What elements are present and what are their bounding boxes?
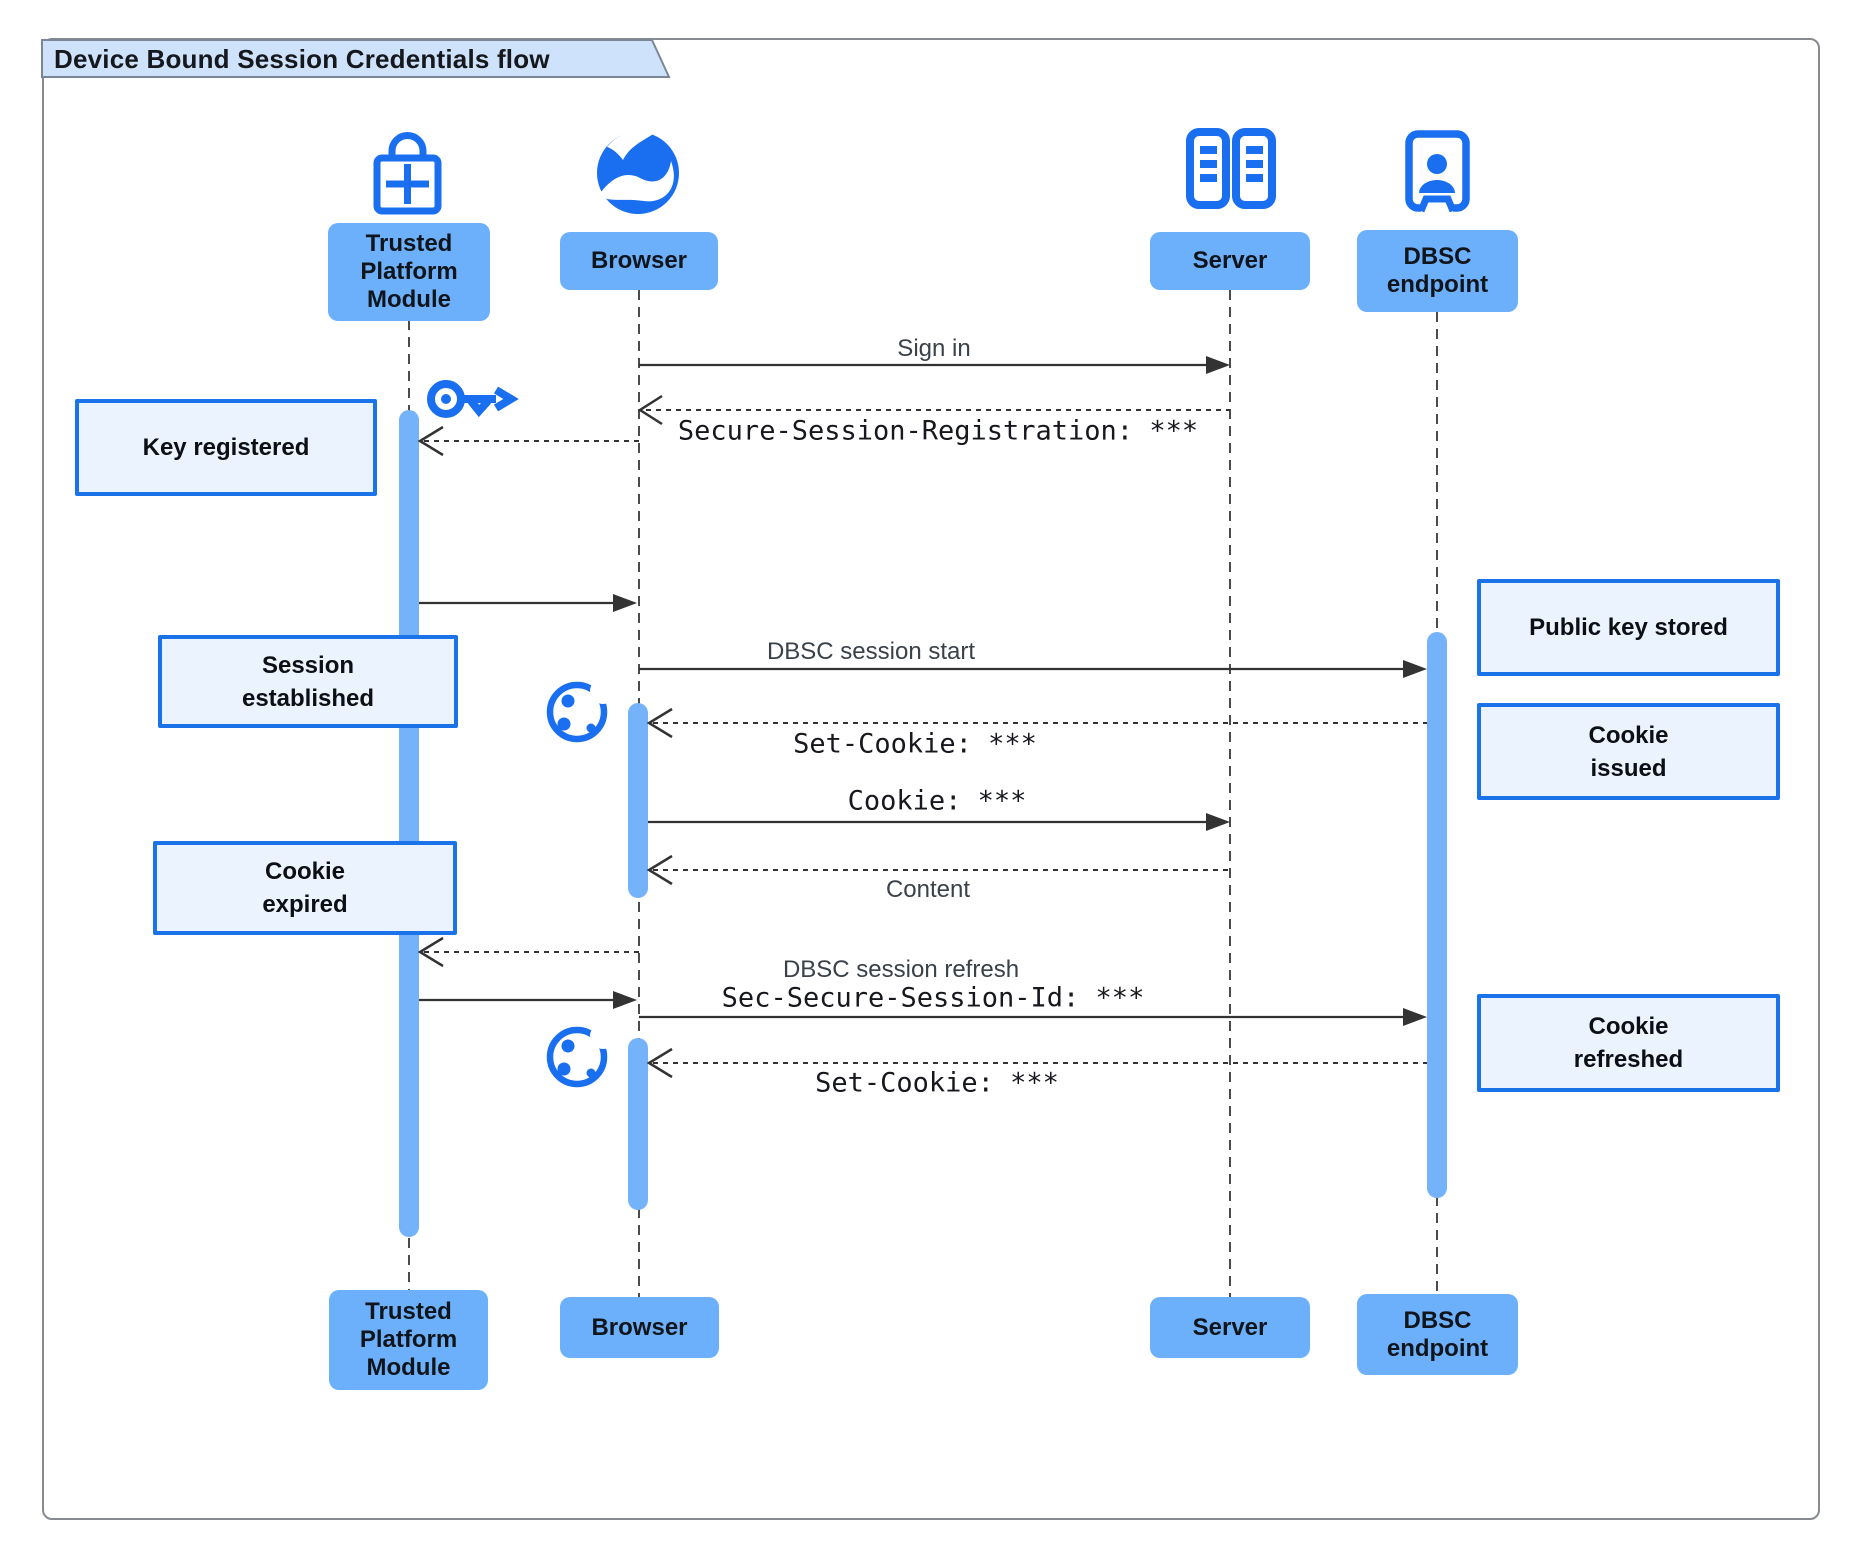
open-arrowhead-content	[646, 854, 673, 886]
actor-dbsc-top: DBSC endpoint	[1357, 230, 1518, 312]
solid-arrowheads	[613, 356, 1427, 1026]
arrowhead-sign-in	[1206, 356, 1230, 374]
lock-plus-icon	[373, 132, 442, 215]
dashed-arrows	[424, 409, 1427, 1064]
message-dbsc-session-refresh: DBSC session refresh	[782, 956, 1020, 983]
title-tab	[41, 39, 671, 78]
message-secure-session-registration: Secure-Session-Registration: ***	[677, 415, 1199, 447]
solid-arrows	[419, 363, 1405, 1019]
cookie-bite	[590, 678, 616, 704]
open-arrowhead-set-cookie-1	[646, 707, 673, 739]
arrowhead-tpm-browser-1	[613, 594, 637, 612]
note-cookie-issued: Cookie issued	[1477, 703, 1780, 800]
cookie-bite	[590, 1023, 616, 1049]
browser-activation-bar-2	[628, 1038, 648, 1210]
actor-server-top: Server	[1150, 232, 1310, 290]
arrowhead-cookie	[1206, 813, 1230, 831]
dbsc-activation-bar	[1427, 632, 1447, 1198]
arrowhead-dbsc-refresh	[1403, 1008, 1427, 1026]
open-arrowhead-tpm-2	[417, 936, 444, 968]
arrowhead-tpm-browser-2	[613, 991, 637, 1009]
message-set-cookie-1: Set-Cookie: ***	[793, 728, 1037, 760]
note-cookie-expired: Cookie expired	[153, 841, 457, 935]
actor-tpm-bottom: Trusted Platform Module	[329, 1290, 488, 1390]
globe-crescent	[607, 131, 653, 160]
message-cookie: Cookie: ***	[847, 785, 1027, 817]
message-sec-secure-session-id: Sec-Secure-Session-Id: ***	[721, 982, 1145, 1014]
cookie-icon	[546, 1023, 616, 1088]
key-icon	[427, 380, 519, 418]
globe-swirl	[599, 161, 674, 202]
actor-tpm-top: Trusted Platform Module	[328, 223, 490, 321]
open-arrowhead-ssr	[637, 394, 663, 426]
message-sign-in: Sign in	[897, 335, 971, 362]
note-session-established: Session established	[158, 635, 458, 728]
globe-icon	[597, 131, 679, 214]
diagram-title: Device Bound Session Credentials flow	[54, 44, 550, 74]
person-head	[1427, 154, 1447, 174]
lock-body	[373, 154, 442, 215]
actor-dbsc-bottom: DBSC endpoint	[1357, 1294, 1518, 1375]
lock-shackle	[388, 132, 427, 160]
frame-notch	[1417, 195, 1457, 213]
actor-server-bottom: Server	[1150, 1297, 1310, 1358]
cookie-icon	[546, 678, 616, 743]
open-arrowhead-set-cookie-2	[646, 1047, 673, 1079]
server-rack-icon	[1186, 128, 1276, 209]
actor-browser-top: Browser	[560, 232, 718, 290]
person-frame-icon	[1405, 130, 1470, 216]
note-public-key-stored: Public key stored	[1477, 579, 1780, 676]
open-arrowhead-tpm-1	[417, 425, 444, 457]
note-key-registered: Key registered	[75, 399, 377, 496]
message-dbsc-session-start: DBSC session start	[766, 638, 976, 665]
note-cookie-refreshed: Cookie refreshed	[1477, 994, 1780, 1092]
open-arrowheads	[417, 394, 673, 1079]
actor-browser-bottom: Browser	[560, 1297, 719, 1358]
activation-bars	[399, 410, 1447, 1237]
arrowhead-dbsc-start	[1403, 660, 1427, 678]
browser-activation-bar-1	[628, 703, 648, 898]
person-shoulders	[1419, 180, 1455, 193]
tpm-activation-bar	[399, 410, 419, 1237]
message-set-cookie-2: Set-Cookie: ***	[815, 1067, 1059, 1099]
message-content: Content	[885, 876, 971, 903]
